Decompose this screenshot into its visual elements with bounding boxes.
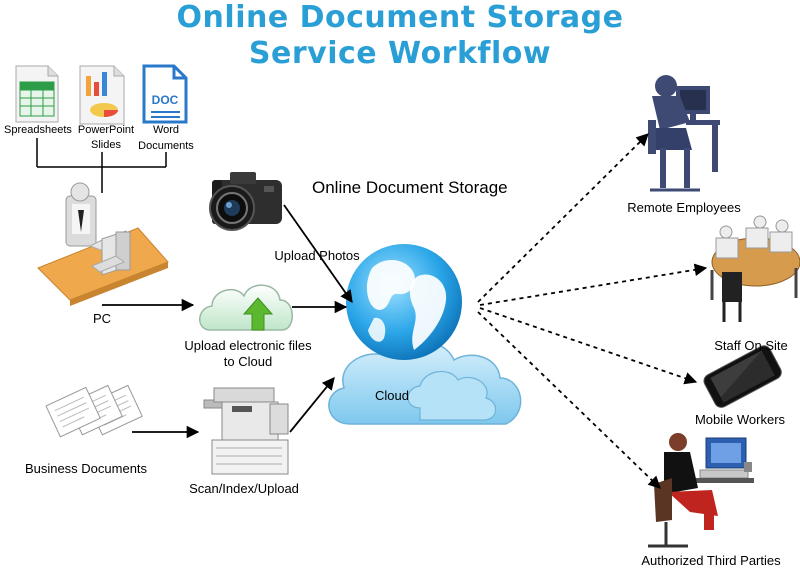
scan-label: Scan/Index/Upload: [189, 481, 299, 496]
third-party-icon: [648, 433, 754, 548]
staff-on-site-label: Staff On Site: [714, 338, 788, 353]
distribution-arrows: [477, 133, 708, 489]
word-label-2: Documents: [138, 140, 194, 152]
cloud-storage-icon: [328, 341, 522, 425]
remote-employees-label: Remote Employees: [627, 200, 741, 215]
globe-icon: [346, 244, 462, 360]
arrow-to-third: [477, 311, 661, 489]
upload-photos-label: Upload Photos: [274, 248, 360, 263]
staff-meeting-icon: [710, 215, 800, 322]
doc-icon-label: DOC: [151, 93, 179, 107]
spreadsheets-label: Spreadsheets: [4, 124, 72, 136]
title-line-1: Online Document Storage: [176, 0, 624, 35]
spreadsheet-icon: [15, 65, 59, 123]
word-label-1: Word: [152, 124, 180, 136]
camera-icon: [209, 172, 282, 231]
online-storage-label: Online Document Storage: [312, 178, 508, 197]
arrow-to-mobile: [479, 307, 698, 385]
upload-files-label-1: Upload electronic files: [184, 338, 312, 353]
powerpoint-label-2: Slides: [91, 139, 121, 151]
arrow-camera-to-cloud: [283, 204, 353, 304]
upload-cloud-icon: [199, 284, 293, 331]
mobile-workers-label: Mobile Workers: [694, 412, 786, 427]
arrow-to-remote: [477, 133, 649, 303]
cloud-label: Cloud: [375, 388, 409, 403]
documents-connector: [36, 138, 167, 193]
powerpoint-icon: [79, 65, 125, 125]
arrow-scanner-to-cloud: [289, 377, 335, 433]
pc-label: PC: [92, 311, 112, 326]
pc-icon: [37, 182, 169, 306]
third-parties-label: Authorized Third Parties: [641, 553, 781, 568]
remote-employee-icon: [648, 75, 720, 192]
business-documents-label: Business Documents: [24, 461, 148, 476]
title-line-2: Service Workflow: [248, 36, 552, 71]
powerpoint-label-1: PowerPoint: [77, 124, 135, 136]
arrow-to-staff: [479, 263, 708, 306]
scanner-icon: [203, 387, 289, 475]
word-doc-icon: [142, 64, 188, 124]
business-documents-icon: [45, 384, 143, 438]
upload-files-label-2: to Cloud: [223, 354, 273, 369]
mobile-phone-icon: [703, 345, 782, 408]
flow-arrows: [102, 204, 353, 439]
